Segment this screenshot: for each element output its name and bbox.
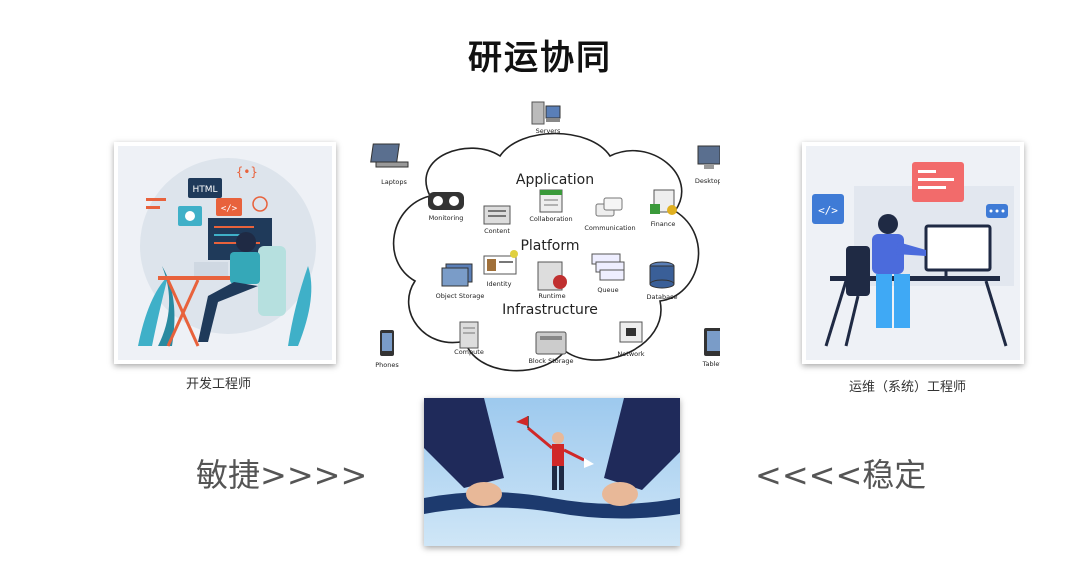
desktop-icon xyxy=(697,145,720,169)
stable-label: <<<<稳定 xyxy=(755,456,927,494)
database-label: Database xyxy=(646,293,677,301)
communication-label: Communication xyxy=(584,224,635,232)
ops-engineer-caption: 运维（系统）工程师 xyxy=(849,380,967,395)
phones-label: Phones xyxy=(375,361,399,369)
object-storage-icon xyxy=(441,263,473,287)
identity-label: Identity xyxy=(487,280,512,288)
finance-icon xyxy=(650,189,677,215)
object-storage-label: Object Storage xyxy=(436,292,485,300)
phone-icon xyxy=(380,330,394,356)
collaboration-icon xyxy=(539,189,563,213)
monitoring-label: Monitoring xyxy=(429,214,464,222)
queue-label: Queue xyxy=(597,286,618,294)
queue-icon xyxy=(591,253,625,281)
layer-infrastructure: Infrastructure xyxy=(502,302,598,318)
page-title: 研运协同 xyxy=(468,38,612,78)
gear-icon xyxy=(185,211,195,221)
network-label: Network xyxy=(617,350,644,358)
content-icon xyxy=(483,205,511,225)
agile-label: 敏捷>>>> xyxy=(196,456,368,494)
tablets-label: Tablets xyxy=(702,360,720,368)
finance-label: Finance xyxy=(651,220,676,228)
laptops-label: Laptops xyxy=(381,178,407,186)
servers-label: Servers xyxy=(536,127,561,135)
desktops-label: Desktops xyxy=(695,177,720,185)
tug-of-war-illustration xyxy=(424,398,680,546)
brace-tag: {•} xyxy=(236,165,258,179)
layer-platform: Platform xyxy=(520,238,579,254)
cloud-shape xyxy=(392,132,700,372)
compute-label: Compute xyxy=(454,348,484,356)
cloud-architecture-diagram: Application Platform Infrastructure Serv… xyxy=(370,101,720,372)
network-icon xyxy=(619,321,643,343)
layer-application: Application xyxy=(516,172,594,188)
code-tag: </> xyxy=(818,204,838,217)
laptop-icon xyxy=(370,143,409,168)
block-storage-icon xyxy=(535,331,567,355)
ops-engineer-illustration: </> xyxy=(802,142,1024,364)
developer-illustration: HTML {•} </> xyxy=(114,142,336,364)
content-label: Content xyxy=(484,227,510,235)
code-tag: </> xyxy=(221,204,238,214)
html-tag: HTML xyxy=(192,185,217,195)
monitoring-icon xyxy=(428,192,464,210)
tablet-icon xyxy=(704,328,720,356)
database-icon xyxy=(649,261,675,289)
identity-icon xyxy=(483,250,518,275)
block-storage-label: Block Storage xyxy=(528,357,573,365)
compute-icon xyxy=(459,321,479,349)
communication-icon xyxy=(595,197,623,217)
runtime-label: Runtime xyxy=(538,292,565,300)
runtime-icon xyxy=(537,261,567,291)
developer-caption: 开发工程师 xyxy=(186,377,252,392)
servers-icon xyxy=(531,101,561,125)
collaboration-label: Collaboration xyxy=(529,215,572,223)
